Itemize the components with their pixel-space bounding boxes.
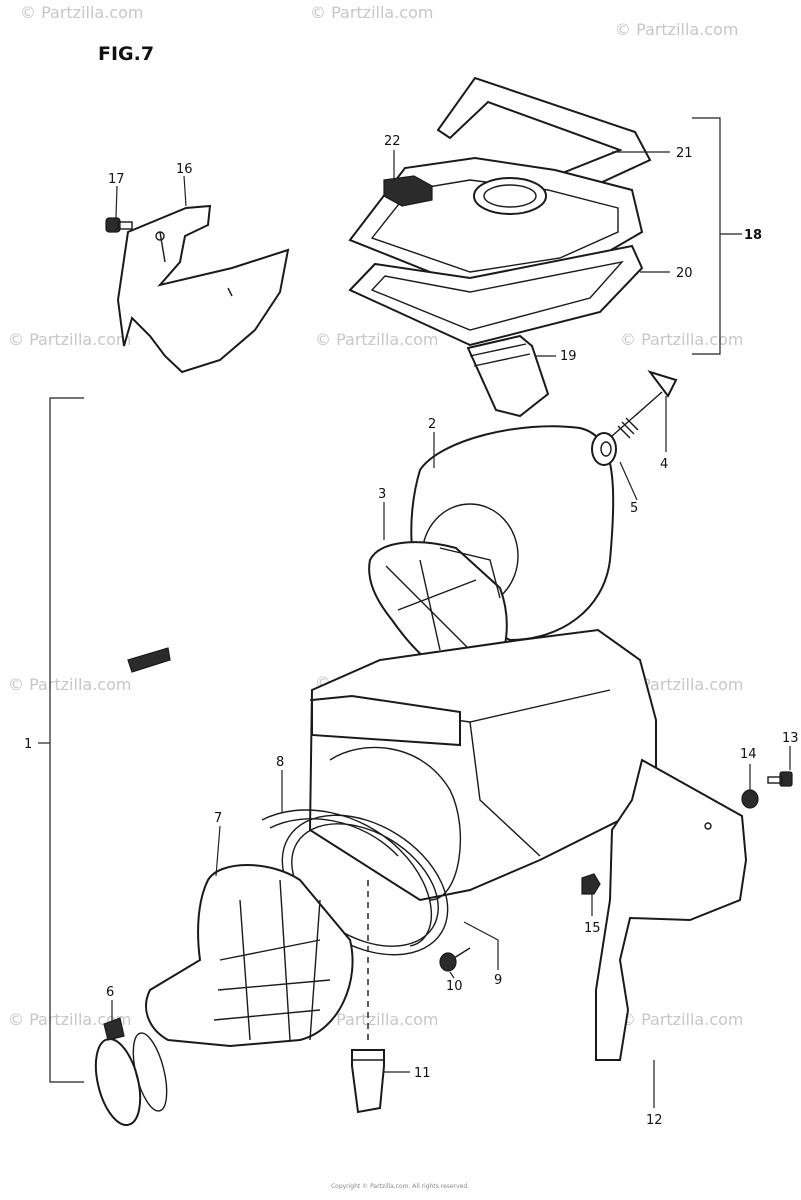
part-13-bolt — [767, 771, 793, 787]
part-19-intake-tube — [466, 334, 550, 418]
part-17-bolt — [105, 217, 133, 233]
watermark: © Partzilla.com — [8, 1010, 131, 1029]
part-14-cushion — [741, 789, 759, 809]
part-10-screw — [439, 947, 471, 972]
watermark: © Partzilla.com — [315, 1010, 438, 1029]
callout-18: 18 — [744, 228, 762, 243]
part-12-duct-cover — [595, 758, 748, 1061]
part-20-gasket — [348, 244, 644, 347]
footer-text: Copyright © Partzilla.com. All rights re… — [331, 1183, 469, 1190]
callout-20: 20 — [676, 266, 693, 281]
watermark: © Partzilla.com — [620, 1010, 743, 1029]
watermark: © Partzilla.com — [310, 3, 433, 22]
watermark: © Partzilla.com — [8, 330, 131, 349]
callout-4: 4 — [660, 457, 668, 472]
callout-11: 11 — [414, 1066, 431, 1081]
part-5-washer — [591, 432, 617, 466]
callout-2: 2 — [428, 417, 436, 432]
part-11-drain-plug — [351, 880, 385, 1114]
watermark: © Partzilla.com — [8, 675, 131, 694]
callout-16: 16 — [176, 162, 193, 177]
callout-9: 9 — [494, 973, 502, 988]
callout-22: 22 — [384, 134, 401, 149]
part-16-bracket — [116, 204, 290, 374]
part-6-clamp — [94, 1017, 168, 1126]
figure-title: FIG.7 — [98, 43, 154, 65]
callout-7: 7 — [214, 811, 222, 826]
callout-12: 12 — [646, 1113, 663, 1128]
callout-19: 19 — [560, 349, 577, 364]
callout-6: 6 — [106, 985, 114, 1000]
watermark: © Partzilla.com — [620, 675, 743, 694]
callout-10: 10 — [446, 979, 463, 994]
callout-21: 21 — [676, 146, 693, 161]
callout-13: 13 — [782, 731, 799, 746]
watermark: © Partzilla.com — [620, 330, 743, 349]
callout-1: 1 — [24, 737, 32, 752]
part-7-outlet-hose — [145, 864, 354, 1048]
part-15-grommet — [581, 873, 601, 895]
part-8-clamp-band — [261, 809, 432, 947]
part-22-damper — [383, 175, 433, 207]
callout-5: 5 — [630, 501, 638, 516]
callout-15: 15 — [584, 921, 601, 936]
callout-14: 14 — [740, 747, 757, 762]
part-4-wing-bolt — [611, 370, 678, 439]
direction-arrow-icon — [127, 647, 171, 673]
part-1-air-box — [308, 628, 657, 902]
callout-labels: 1 2 3 4 5 6 7 8 9 10 11 12 13 14 15 16 1… — [24, 134, 799, 1128]
watermark: © Partzilla.com — [20, 3, 143, 22]
callout-17: 17 — [108, 172, 125, 187]
watermark: © Partzilla.com — [315, 330, 438, 349]
watermark: © Partzilla.com — [615, 20, 738, 39]
leader-lines — [38, 117, 791, 1108]
callout-8: 8 — [276, 755, 284, 770]
callout-3: 3 — [378, 487, 386, 502]
